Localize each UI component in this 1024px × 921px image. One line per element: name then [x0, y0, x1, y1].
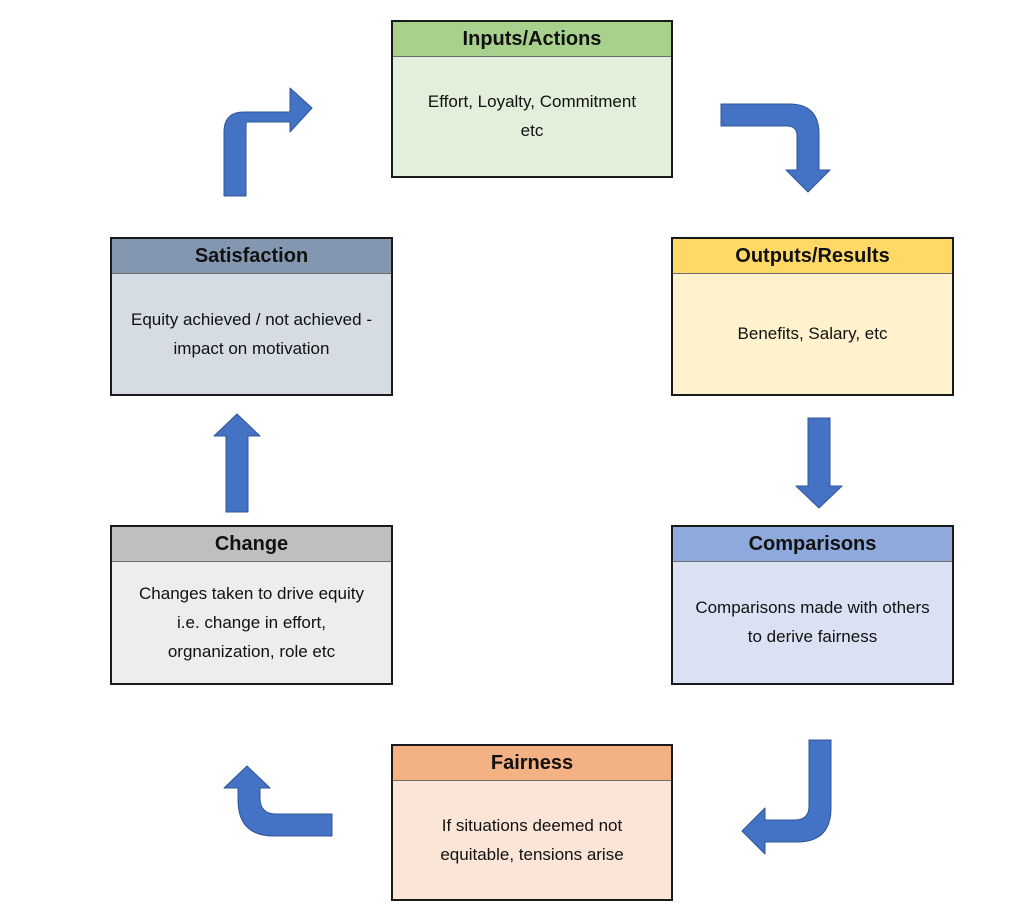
box-description-line: If situations deemed not [441, 815, 623, 835]
box-description-line: impact on motivation [173, 338, 330, 358]
box-description-line: i.e. change in effort, [176, 612, 326, 632]
box-title: Outputs/Results [673, 239, 952, 274]
box-description-line: Effort, Loyalty, Commitment [427, 92, 637, 111]
arrow-down-icon [795, 417, 843, 509]
box-title: Change [112, 527, 391, 562]
bent-arrow-left-up-icon [223, 765, 333, 837]
bent-arrow-right-down-icon [720, 103, 831, 193]
arrow-up-icon [213, 413, 261, 513]
box-description-line: Changes taken to drive equity [139, 583, 364, 603]
inputs-actions-box: Inputs/Actions Effort, Loyalty, Commitme… [391, 20, 673, 178]
box-description-line: etc [520, 121, 544, 140]
outputs-results-box: Outputs/Results Benefits, Salary, etc [671, 237, 954, 396]
bent-arrow-down-left-icon [741, 739, 832, 855]
box-title: Comparisons [673, 527, 952, 562]
box-title: Satisfaction [112, 239, 391, 274]
box-description: Equity achieved / not achieved - impact … [112, 273, 391, 394]
box-description-line: Comparisons made with others [695, 598, 930, 617]
box-description-line: to derive fairness [747, 627, 878, 646]
box-description-line: equitable, tensions arise [440, 844, 624, 864]
comparisons-box: Comparisons Comparisons made with others… [671, 525, 954, 685]
box-description: Benefits, Salary, etc [673, 273, 952, 394]
box-description: Changes taken to drive equity i.e. chang… [112, 561, 391, 683]
box-description: Comparisons made with others to derive f… [673, 561, 952, 683]
bent-arrow-up-right-icon [223, 87, 313, 197]
box-title: Fairness [393, 746, 671, 781]
box-description: If situations deemed not equitable, tens… [393, 780, 671, 899]
box-title: Inputs/Actions [393, 22, 671, 57]
box-description-line: Benefits, Salary, etc [737, 324, 888, 343]
change-box: Change Changes taken to drive equity i.e… [110, 525, 393, 685]
satisfaction-box: Satisfaction Equity achieved / not achie… [110, 237, 393, 396]
fairness-box: Fairness If situations deemed not equita… [391, 744, 673, 901]
box-description-line: Equity achieved / not achieved - [131, 309, 372, 329]
box-description-line: orgnanization, role etc [167, 641, 336, 661]
box-description: Effort, Loyalty, Commitment etc [393, 56, 671, 176]
